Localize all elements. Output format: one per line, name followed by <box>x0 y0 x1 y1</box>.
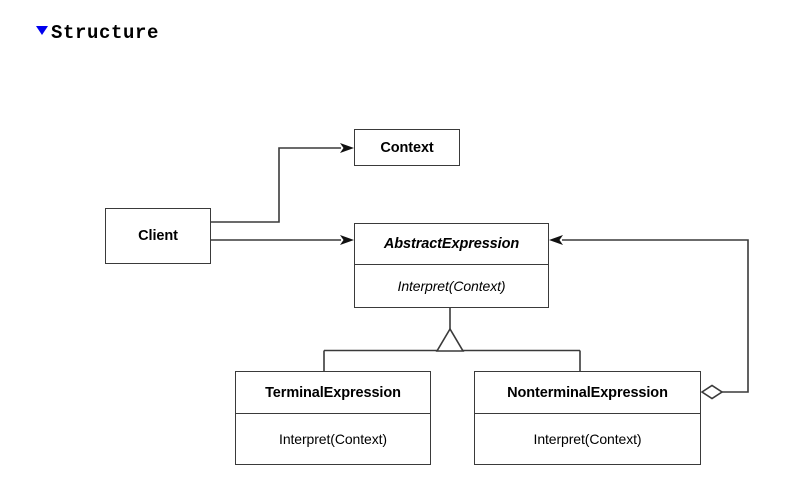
uml-operation: Interpret(Context) <box>397 278 506 295</box>
uml-class-nonterminalexpression[interactable]: NonterminalExpression Interpret(Context) <box>474 371 701 465</box>
connector-generalization-tree <box>323 308 581 371</box>
connector-nonterminal-aggregation <box>549 235 749 400</box>
triangle-down-icon[interactable] <box>36 25 48 35</box>
connector-client-to-abstractexpression <box>211 235 354 245</box>
uml-operations-compartment: Interpret(Context) <box>475 413 700 464</box>
uml-class-name-compartment: AbstractExpression <box>355 224 548 264</box>
uml-class-name: TerminalExpression <box>265 384 401 401</box>
uml-class-name: NonterminalExpression <box>507 384 668 401</box>
uml-class-name-compartment: Client <box>106 209 210 263</box>
uml-class-name: Client <box>138 228 178 244</box>
uml-class-name-compartment: Context <box>355 130 459 165</box>
uml-operations-compartment: Interpret(Context) <box>236 413 430 464</box>
uml-operation: Interpret(Context) <box>533 431 642 448</box>
uml-class-abstractexpression[interactable]: AbstractExpression Interpret(Context) <box>354 223 549 308</box>
uml-class-context[interactable]: Context <box>354 129 460 166</box>
uml-class-name-compartment: TerminalExpression <box>236 372 430 413</box>
uml-class-name-compartment: NonterminalExpression <box>475 372 700 413</box>
section-header[interactable]: Structure <box>36 22 159 44</box>
uml-class-name: Context <box>380 139 434 156</box>
uml-class-terminalexpression[interactable]: TerminalExpression Interpret(Context) <box>235 371 431 465</box>
uml-class-client[interactable]: Client <box>105 208 211 264</box>
section-title: Structure <box>51 22 160 44</box>
uml-class-name: AbstractExpression <box>383 236 520 253</box>
uml-operation: Interpret(Context) <box>279 431 387 448</box>
uml-operations-compartment: Interpret(Context) <box>355 264 548 307</box>
connector-client-to-context <box>211 143 354 223</box>
